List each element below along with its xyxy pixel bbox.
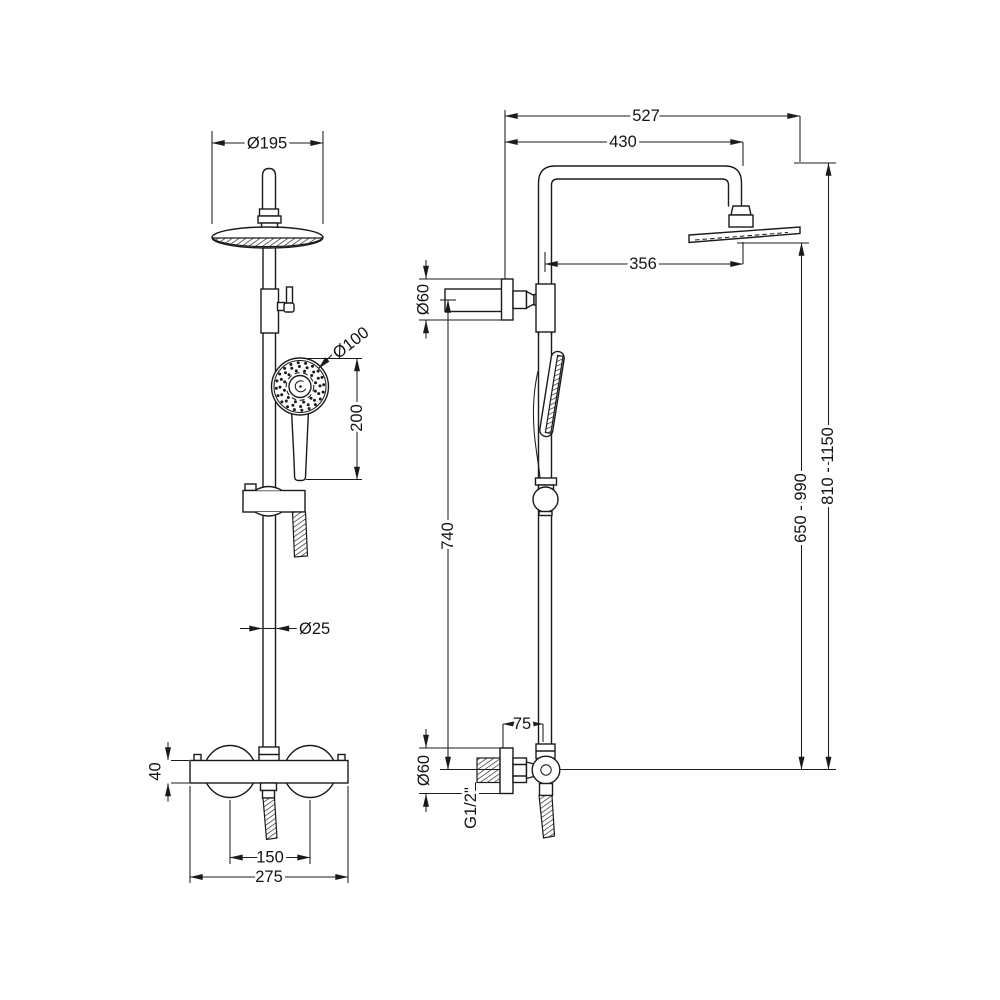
dim-label-pole-diameter: Ø25 (299, 620, 330, 638)
rain-shower-head-side (688, 205, 801, 244)
dim-label-pole-length: 740 (439, 522, 457, 550)
label-thread: G1/2" (459, 782, 483, 832)
handset-side (532, 350, 565, 517)
dim-head-offset: 356 (544, 242, 744, 276)
thread-label: G1/2" (462, 787, 480, 829)
dim-label-overall-reach: 527 (632, 107, 660, 125)
dim-valve-width: 275 (189, 786, 349, 889)
outlet-hose-front (262, 797, 278, 841)
slide-ball-side (532, 486, 559, 513)
valve-body-front (189, 759, 349, 784)
dim-label-arm-reach: 430 (609, 133, 637, 151)
rain-shower-head-front (211, 226, 324, 249)
dim-pole-length: 740 (436, 299, 460, 770)
handset-nozzle-dots (274, 361, 326, 412)
thermostatic-valve-front (189, 744, 349, 799)
outlet-hose-side (538, 794, 556, 839)
shower-arm-front (257, 167, 282, 230)
dim-label-inlet-diameter: Ø60 (415, 755, 433, 786)
dim-inlet-spacing: 150 (229, 800, 311, 870)
handset-handle-front (290, 409, 310, 482)
dim-valve-offset: 75 (502, 712, 544, 748)
dim-head-height-range: 650 - 990 (737, 242, 813, 770)
front-view: Ø195 (144, 131, 375, 889)
thermostatic-valve-side (476, 743, 561, 797)
side-view: 527 430 356 (412, 104, 840, 839)
dim-handset-length: 200 (303, 357, 369, 481)
dim-label-head-diameter: Ø195 (247, 135, 287, 153)
handset-front (270, 357, 330, 416)
diverter-front (260, 286, 295, 334)
dim-overall-reach: 527 (504, 104, 836, 164)
dim-label-valve-width: 275 (255, 868, 283, 886)
dim-label-valve-height: 40 (147, 762, 165, 780)
dim-label-bracket-diameter: Ø60 (415, 284, 433, 315)
dim-pole-diameter: Ø25 (240, 617, 333, 641)
dim-bracket-diameter: Ø60 (412, 260, 501, 339)
wall-inlet-thread (476, 757, 501, 784)
dim-label-inlet-spacing: 150 (256, 849, 284, 867)
dim-label-handset-diameter: Ø100 (330, 323, 373, 362)
handset-logo (294, 380, 307, 393)
dim-label-head-height-range: 650 - 990 (792, 473, 810, 543)
dim-valve-height: 40 (144, 742, 189, 802)
wall-bracket-side (444, 278, 556, 333)
dim-head-diameter: Ø195 (211, 131, 324, 224)
shower-arm-side (537, 165, 743, 336)
slide-bracket-front (242, 483, 306, 517)
dim-arm-reach: 430 (504, 130, 744, 166)
dim-handset-diameter: Ø100 (318, 320, 375, 369)
handset-hose-front (291, 511, 309, 558)
dim-overall-height-range: 810 - 1150 (816, 162, 840, 770)
dim-label-head-offset: 356 (629, 255, 657, 273)
dim-label-valve-offset: 75 (513, 715, 531, 733)
dim-label-overall-height-range: 810 - 1150 (819, 427, 837, 505)
dim-label-handset-length: 200 (348, 404, 366, 432)
dim-inlet-diameter: Ø60 (412, 729, 500, 812)
